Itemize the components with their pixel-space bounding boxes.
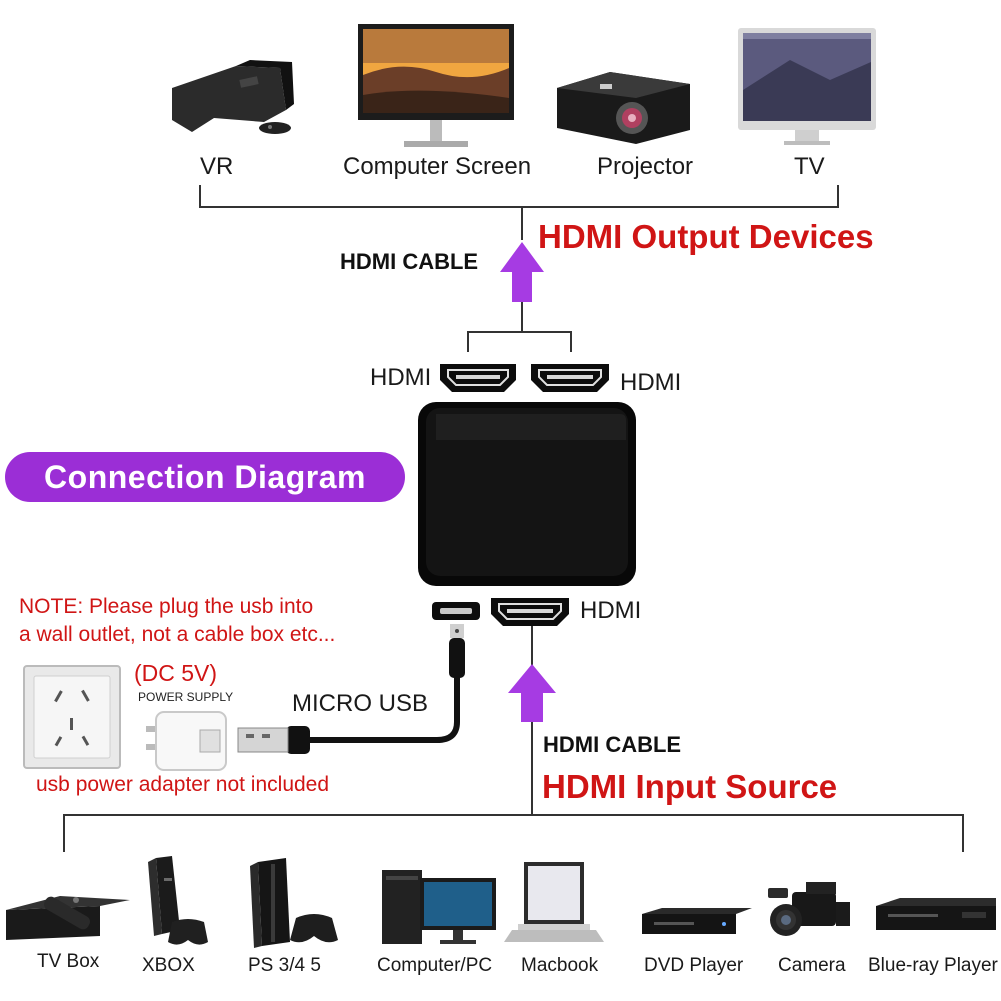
input-device-label-macbook: Macbook xyxy=(521,955,599,976)
micro-usb-cable xyxy=(237,624,465,754)
output-device-label-tv: TV xyxy=(794,153,825,180)
note-line-2: a wall outlet, not a cable box etc... xyxy=(19,623,336,646)
output-bracket xyxy=(199,185,839,352)
output-cable-label: HDMI CABLE xyxy=(340,249,479,274)
projector-icon xyxy=(557,72,690,144)
blu-ray-player-icon xyxy=(876,898,996,930)
input-device-label-tv-box: TV Box xyxy=(37,951,100,972)
xbox-icon xyxy=(148,856,208,945)
micro-usb-port xyxy=(432,602,480,620)
input-device-label-dvd-player: DVD Player xyxy=(644,955,744,976)
output-device-label-vr: VR xyxy=(200,153,234,180)
hdmi-port-out-left xyxy=(440,364,516,392)
vr-headset-icon xyxy=(172,60,294,134)
input-device-label-blu-ray-player: Blue-ray Player xyxy=(868,955,998,976)
usb-power-adapter-icon xyxy=(146,711,227,771)
input-cable xyxy=(63,626,964,852)
macbook-icon xyxy=(504,862,604,942)
input-arrow xyxy=(508,664,556,722)
input-cable-label: HDMI CABLE xyxy=(543,732,682,757)
hdmi-port-out-right xyxy=(531,364,609,392)
output-device-label-computer-screen: Computer Screen xyxy=(343,153,532,180)
input-device-label-ps: PS 3/4 5 xyxy=(248,955,321,976)
hdmi-splitter-box xyxy=(418,402,636,586)
input-device-label-xbox: XBOX xyxy=(142,955,195,976)
tv-icon xyxy=(738,28,876,145)
dc-5v-label: (DC 5V) xyxy=(134,660,218,686)
output-arrow xyxy=(500,242,544,302)
hdmi-port-in xyxy=(491,598,569,626)
dvd-player-icon xyxy=(642,908,752,934)
input-device-label-camera: Camera xyxy=(778,955,846,976)
hdmi-out-left-label: HDMI xyxy=(370,364,432,391)
tv-box-icon xyxy=(6,896,130,940)
power-supply-label: POWER SUPPLY xyxy=(138,690,234,704)
connection-diagram-badge: Connection Diagram xyxy=(5,452,405,502)
note-line-1: NOTE: Please plug the usb into xyxy=(19,595,314,618)
camera-icon xyxy=(768,882,850,936)
input-device-label-computer-pc: Computer/PC xyxy=(377,955,493,976)
hdmi-in-label: HDMI xyxy=(580,597,642,624)
hdmi-out-right-label: HDMI xyxy=(620,369,682,396)
computer-pc-icon xyxy=(382,870,496,944)
ps-console-icon xyxy=(250,858,338,948)
input-source-title: HDMI Input Source xyxy=(542,768,838,805)
adapter-not-included-note: usb power adapter not included xyxy=(36,773,330,796)
output-device-label-projector: Projector xyxy=(597,153,694,180)
output-devices-title: HDMI Output Devices xyxy=(538,218,874,255)
wall-socket-icon xyxy=(23,665,121,769)
micro-usb-label: MICRO USB xyxy=(292,690,429,717)
computer-screen-icon xyxy=(358,24,514,147)
